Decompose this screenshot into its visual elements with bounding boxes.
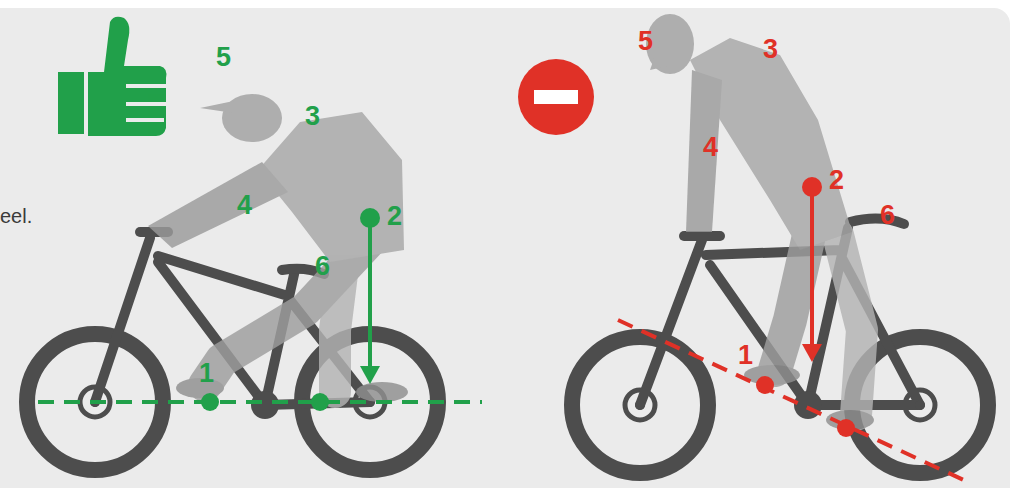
pedal-dot (837, 419, 855, 437)
handlebar (684, 231, 720, 241)
pedal-level-line (38, 400, 482, 404)
pedal-dot (201, 393, 219, 411)
callout-number: 3 (305, 103, 320, 130)
torso (690, 38, 852, 250)
panel (0, 8, 1010, 488)
callout-number: 6 (880, 202, 895, 229)
callout-number: 5 (216, 44, 231, 71)
callout-number: 1 (738, 342, 753, 369)
weight-arrow (810, 189, 814, 346)
finger-lines (126, 86, 168, 120)
no-entry-sign (518, 59, 594, 135)
hub-dot (635, 400, 645, 410)
helmet (646, 14, 694, 74)
callout-number: 1 (199, 360, 214, 387)
thumbs-up-icon (58, 17, 168, 136)
front-wheel (572, 337, 708, 473)
callout-number: 4 (237, 192, 252, 219)
saddle (850, 218, 904, 224)
front-leg (775, 240, 808, 370)
bottom-bracket (251, 391, 279, 419)
arm (148, 162, 288, 248)
arrow-head (802, 344, 822, 362)
pedal-dot (311, 393, 329, 411)
no-entry-bar (534, 90, 578, 104)
helmet-visor (200, 98, 248, 114)
cut-off-text: eel. (0, 206, 32, 226)
shoe (356, 382, 408, 402)
frame (95, 238, 370, 405)
weight-arrow (368, 220, 372, 368)
callout-number: 2 (829, 167, 844, 194)
callout-number: 2 (387, 203, 402, 230)
callout-number: 5 (638, 28, 653, 55)
hub-dot (915, 400, 925, 410)
rear-leg (838, 235, 862, 415)
bottom-bracket (794, 391, 822, 419)
pedal-tilt-line (618, 320, 968, 482)
arrow-head (360, 366, 380, 384)
helmet (222, 94, 282, 142)
thumb-cuff (58, 72, 84, 134)
good-bike (27, 232, 438, 470)
arm (686, 70, 722, 232)
callout-number: 4 (703, 134, 718, 161)
callout-number: 3 (763, 36, 778, 63)
front-leg (205, 238, 372, 385)
bad-bike (572, 218, 988, 473)
good-rider (148, 94, 408, 402)
callout-number: 6 (315, 253, 330, 280)
frame (640, 228, 920, 405)
pedal-dot (756, 376, 774, 394)
bad-rider (646, 14, 874, 430)
